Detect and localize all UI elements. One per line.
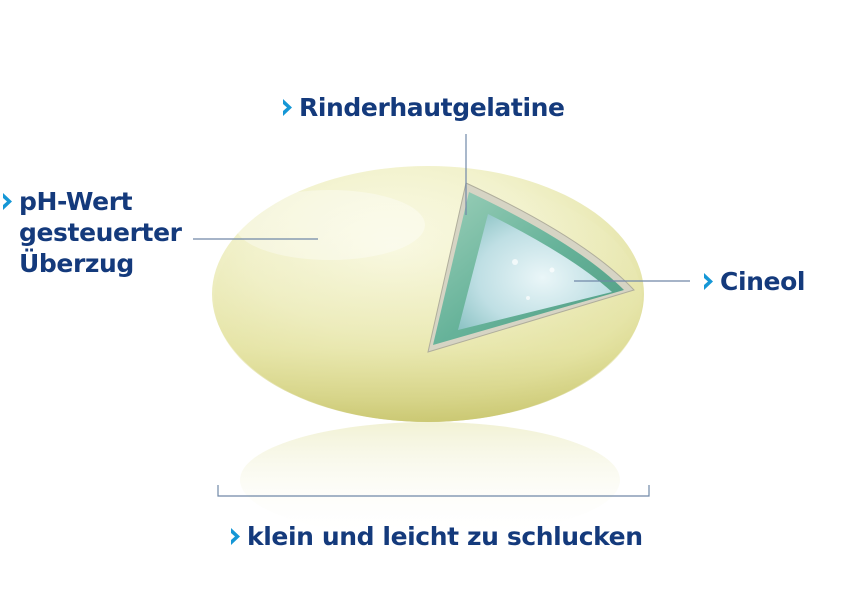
chevron-right-icon xyxy=(231,527,240,545)
capsule-highlight xyxy=(235,190,425,260)
label-coating-line: Überzug xyxy=(19,249,134,278)
label-coating-line: pH-Wert xyxy=(19,187,133,216)
cineol-core xyxy=(458,214,612,330)
label-size: klein und leicht zu schlucken xyxy=(230,521,643,552)
label-coating-text: pH-Wert gesteuerter Überzug xyxy=(19,186,182,279)
core-bubble xyxy=(512,259,518,265)
core-bubble xyxy=(526,296,530,300)
core-bubble xyxy=(549,267,555,273)
capsule-reflection xyxy=(240,422,620,538)
label-coating-line: gesteuerter xyxy=(19,218,182,247)
chevron-right-icon xyxy=(283,98,292,116)
size-bracket xyxy=(217,485,650,497)
label-cineol-text: Cineol xyxy=(720,267,806,296)
label-gelatine-text: Rinderhautgelatine xyxy=(299,93,565,122)
chevron-right-icon xyxy=(3,193,12,210)
label-coating: pH-Wert gesteuerter Überzug xyxy=(2,186,182,279)
label-gelatine: Rinderhautgelatine xyxy=(282,92,565,123)
chevron-right-icon xyxy=(704,272,713,290)
label-size-text: klein und leicht zu schlucken xyxy=(247,522,643,551)
label-cineol: Cineol xyxy=(703,266,805,297)
